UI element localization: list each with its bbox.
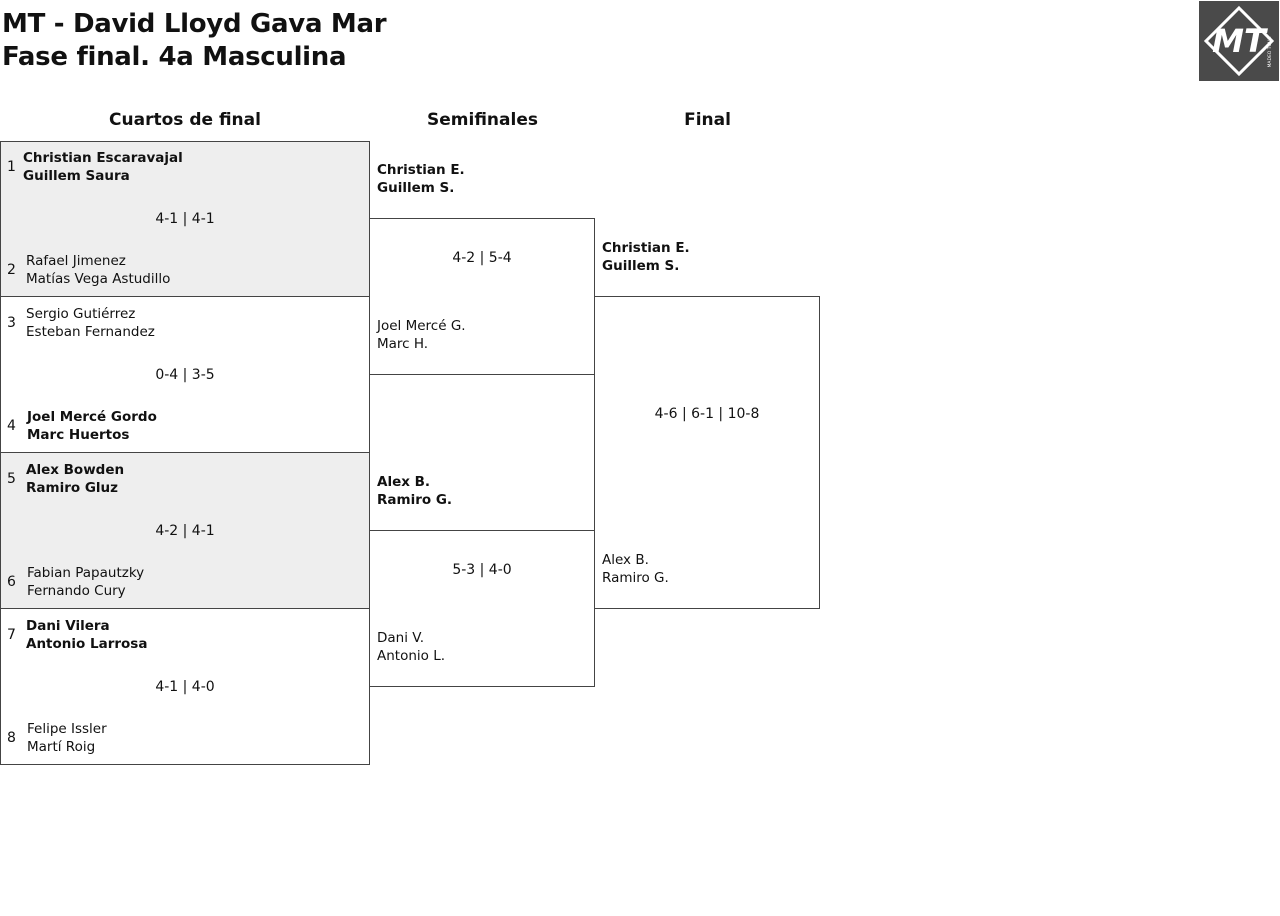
player-name: Esteban Fernandez — [26, 324, 155, 340]
player-name: Alex Bowden — [26, 462, 125, 478]
team-winner: Joel Mercé Gordo Marc Huertos — [27, 408, 157, 444]
player-name: Antonio L. — [377, 648, 446, 664]
player-name: Christian E. — [377, 162, 465, 178]
team-winner: Christian Escaravajal Guillem Saura — [23, 149, 183, 185]
player-name: Antonio Larrosa — [26, 636, 148, 652]
logo-subtext: MADEO TOUR — [1267, 37, 1273, 68]
match-score: 4-1 | 4-1 — [155, 211, 215, 227]
team-winner: Christian E. Guillem S. — [602, 239, 690, 275]
team-winner: Dani Vilera Antonio Larrosa — [26, 617, 147, 653]
quarterfinal-match-1 — [0, 141, 370, 297]
team-loser: Joel Mercé G. Marc H. — [377, 317, 466, 353]
seed-number: 3 — [7, 315, 16, 331]
team-loser: Rafael Jimenez Matías Vega Astudillo — [26, 252, 170, 288]
player-name: Sergio Gutiérrez — [26, 306, 136, 322]
player-name: Alex B. — [602, 552, 649, 568]
match-score: 4-1 | 4-0 — [155, 679, 215, 695]
round-header-final: Final — [684, 110, 731, 130]
team-loser: Sergio Gutiérrez Esteban Fernandez — [26, 305, 155, 341]
page-title: MT - David Lloyd Gava Mar — [2, 9, 387, 39]
player-name: Alex B. — [377, 474, 431, 490]
seed-number: 4 — [7, 418, 16, 434]
round-header-semifinals: Semifinales — [427, 110, 538, 130]
seed-number: 7 — [7, 627, 16, 643]
seed-number: 8 — [7, 730, 16, 746]
seed-number: 5 — [7, 471, 16, 487]
seed-number: 2 — [7, 262, 16, 278]
team-loser: Fabian Papautzky Fernando Cury — [27, 564, 144, 600]
player-name: Dani V. — [377, 630, 425, 646]
team-winner: Christian E. Guillem S. — [377, 161, 465, 197]
match-score: 4-2 | 4-1 — [155, 523, 215, 539]
player-name: Marc Huertos — [27, 427, 130, 443]
team-loser: Felipe Issler Martí Roig — [27, 720, 107, 756]
logo-icon: MT MADEO TOUR — [1203, 5, 1275, 77]
player-name: Ramiro G. — [377, 492, 453, 508]
player-name: Christian Escaravajal — [23, 150, 183, 166]
player-name: Marc H. — [377, 336, 429, 352]
team-winner: Alex B. Ramiro G. — [377, 473, 452, 509]
player-name: Matías Vega Astudillo — [26, 271, 171, 287]
page-subtitle: Fase final. 4a Masculina — [2, 42, 347, 72]
team-loser: Alex B. Ramiro G. — [602, 551, 669, 587]
player-name: Felipe Issler — [27, 721, 107, 737]
seed-number: 6 — [7, 574, 16, 590]
match-score: 4-6 | 6-1 | 10-8 — [654, 406, 760, 422]
player-name: Martí Roig — [27, 739, 96, 755]
player-name: Joel Mercé Gordo — [27, 409, 157, 425]
player-name: Fabian Papautzky — [27, 565, 145, 581]
tour-logo: MT MADEO TOUR — [1199, 1, 1279, 81]
final-match — [594, 296, 820, 609]
player-name: Guillem S. — [602, 258, 680, 274]
match-score: 5-3 | 4-0 — [452, 562, 512, 578]
match-score: 0-4 | 3-5 — [155, 367, 215, 383]
player-name: Guillem S. — [377, 180, 455, 196]
team-winner: Alex Bowden Ramiro Gluz — [26, 461, 124, 497]
player-name: Christian E. — [602, 240, 690, 256]
seed-number: 1 — [7, 159, 16, 175]
quarterfinal-match-3 — [0, 452, 370, 609]
player-name: Guillem Saura — [23, 168, 130, 184]
match-score: 4-2 | 5-4 — [452, 250, 512, 266]
player-name: Joel Mercé G. — [377, 318, 466, 334]
team-loser: Dani V. Antonio L. — [377, 629, 445, 665]
player-name: Dani Vilera — [26, 618, 110, 634]
logo-text: MT — [1212, 22, 1268, 60]
player-name: Fernando Cury — [27, 583, 126, 599]
round-header-quarterfinals: Cuartos de final — [109, 110, 261, 130]
player-name: Rafael Jimenez — [26, 253, 126, 269]
player-name: Ramiro G. — [602, 570, 669, 586]
player-name: Ramiro Gluz — [26, 480, 119, 496]
